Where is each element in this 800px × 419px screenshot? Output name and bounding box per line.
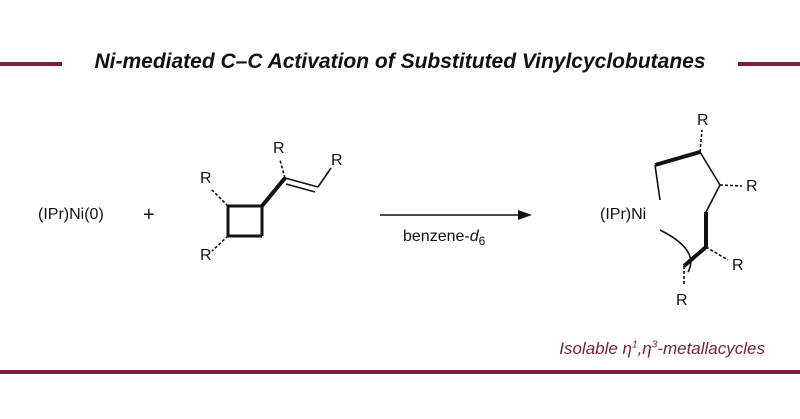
substituent-r-label: R [331,152,343,169]
caption-superscript-1: 1 [632,339,638,351]
top-left-rule [0,62,62,66]
vinylcyclobutane-structure [211,159,332,252]
reaction-arrow [380,210,532,220]
substituent-r-label: R [273,140,285,157]
scheme-title: Ni-mediated C–C Activation of Substitute… [94,50,706,73]
caption-middle: ,η [637,339,652,358]
substituent-r-label: R [732,257,744,274]
top-right-rule [738,62,800,66]
conditions-deuterium: d [469,228,479,245]
metallacycle-caption: Isolable η1,η3-metallacycles [559,339,765,359]
bottom-rule [0,370,800,374]
substituent-r-label: R [200,247,212,264]
substituent-r-label: R [676,292,688,309]
substituent-r-label: R [200,170,212,187]
caption-suffix: -metallacycles [657,339,765,358]
substituent-r-label: R [746,178,758,195]
plus-sign: + [143,204,155,226]
nickel-reagent-label: (IPr)Ni(0) [38,206,104,223]
conditions-solvent: benzene- [403,228,470,245]
caption-superscript-3: 3 [651,339,658,351]
reaction-conditions: benzene-d6 [403,228,486,248]
metallacycle-structure [654,129,743,286]
product-metal-label: (IPr)Ni [600,206,647,223]
caption-prefix: Isolable η [559,339,632,358]
conditions-subscript: 6 [478,234,486,248]
substituent-r-label: R [697,112,709,129]
